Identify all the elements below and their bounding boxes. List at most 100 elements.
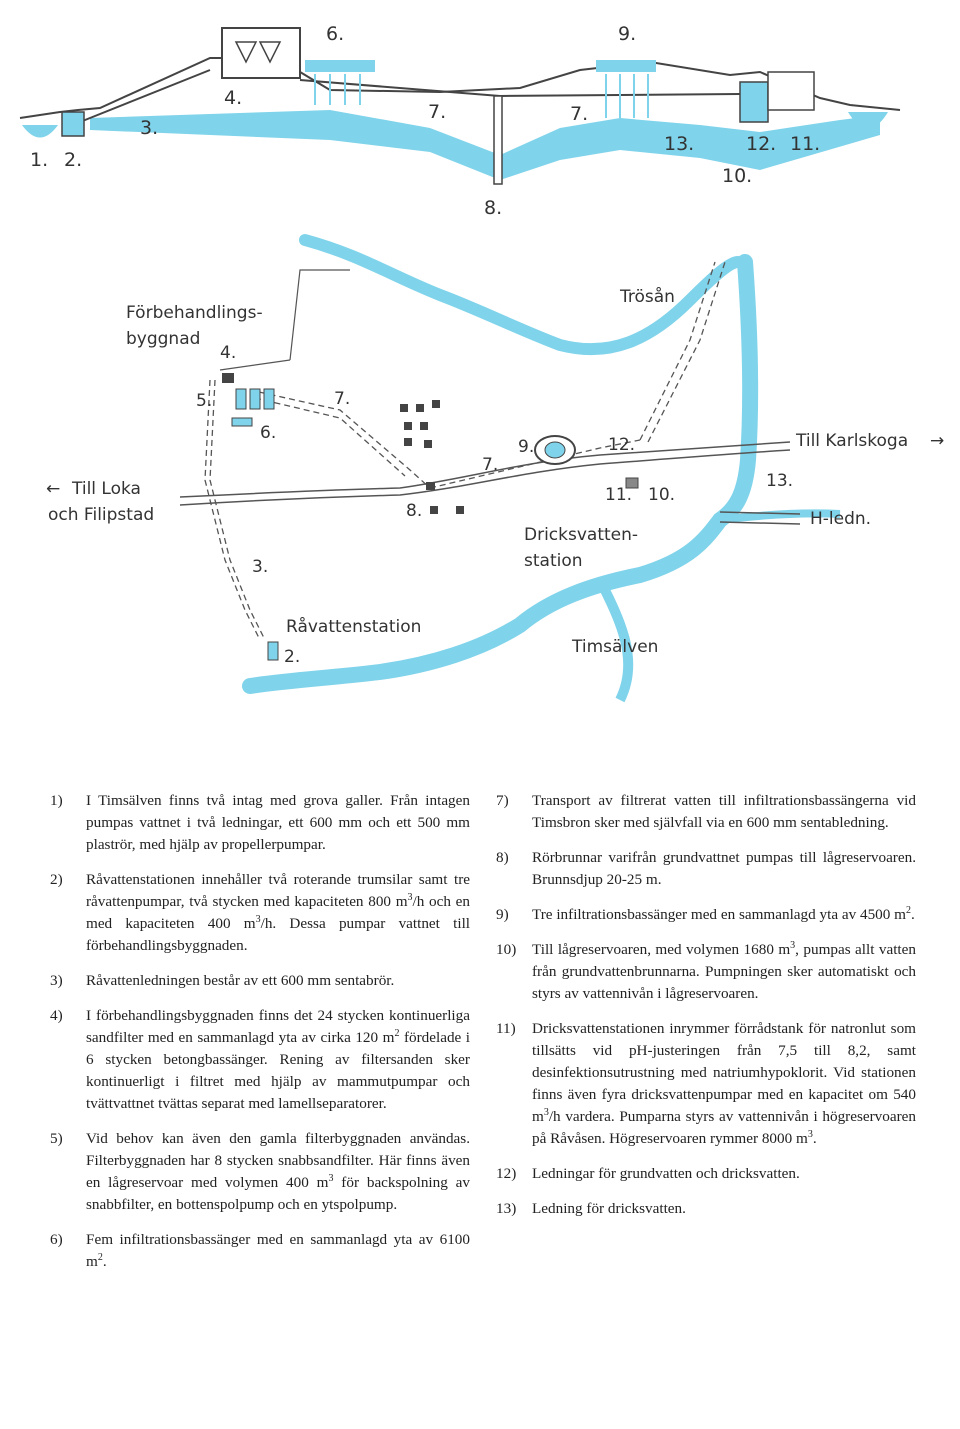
map-label-9: 9. <box>518 437 534 457</box>
legend-item: 4)I förbehandlingsbyggnaden finns det 24… <box>50 1005 470 1115</box>
legend-item-number: 12) <box>496 1163 532 1185</box>
profile-label-3: 3. <box>140 117 158 139</box>
map-basin-9-inner <box>545 442 565 458</box>
map-label-10: 10. <box>648 485 675 505</box>
legend-item: 5)Vid behov kan även den gamla filterbyg… <box>50 1128 470 1216</box>
legend-item-number: 3) <box>50 970 86 992</box>
legend-item-text: Råvattenstationen innehåller två roteran… <box>86 869 470 957</box>
legend-item: 6)Fem infiltrationsbassänger med en samm… <box>50 1229 470 1273</box>
profile-label-8: 8. <box>484 197 502 219</box>
legend-item: 3)Råvattenledningen består av ett 600 mm… <box>50 970 470 992</box>
legend-item-text: Tre infiltrationsbassänger med en samman… <box>532 904 916 926</box>
legend-item-text: Till lågreservoaren, med volymen 1680 m3… <box>532 939 916 1005</box>
map-label-trosan: Trösån <box>619 286 675 307</box>
legend-column-left: 1)I Timsälven finns två intag med grova … <box>50 790 470 1286</box>
profile-intake <box>62 112 84 136</box>
legend-item: 9)Tre infiltrationsbassänger med en samm… <box>496 904 916 926</box>
map-basin-6c <box>264 389 274 409</box>
legend-item-text: Rörbrunnar varifrån grundvattnet pumpas … <box>532 847 916 891</box>
legend-item-number: 7) <box>496 790 532 834</box>
legend-item-text: I förbehandlingsbyggnaden finns det 24 s… <box>86 1005 470 1115</box>
legend-item-number: 13) <box>496 1198 532 1220</box>
legend-item-text: Vid behov kan även den gamla filterbyggn… <box>86 1128 470 1216</box>
legend-item: 12)Ledningar för grundvatten och dricksv… <box>496 1163 916 1185</box>
map-label-forbehandling-1: Förbehandlings- <box>126 303 263 323</box>
legend-item-number: 4) <box>50 1005 86 1115</box>
profile-pipe <box>80 70 740 122</box>
profile-river-left <box>22 125 58 138</box>
map-label-3: 3. <box>252 557 268 577</box>
legend-item-number: 6) <box>50 1229 86 1273</box>
water-system-diagram: 1. 2. 3. 4. 6. 7. 8. 7. 9. 13. 10. 12. 1… <box>0 0 960 760</box>
legend-item-number: 11) <box>496 1018 532 1150</box>
profile-label-7b: 7. <box>570 103 588 125</box>
map-pipes <box>205 262 725 640</box>
profile-drinking-station <box>768 72 814 110</box>
legend-item-text: Ledningar för grundvatten och dricksvatt… <box>532 1163 916 1185</box>
profile-label-1: 1. <box>30 149 48 171</box>
profile-infiltration-basin-6 <box>305 60 375 72</box>
map-label-hleden: H-ledn. <box>810 509 871 529</box>
legend-item: 8)Rörbrunnar varifrån grundvattnet pumpa… <box>496 847 916 891</box>
profile-infiltration-basin-9 <box>596 60 656 72</box>
legend-item-text-part: . <box>911 906 915 923</box>
profile-section: 1. 2. 3. 4. 6. 7. 8. 7. 9. 13. 10. 12. 1… <box>20 23 900 219</box>
legend-item-text: I Timsälven finns två intag med grova ga… <box>86 790 470 856</box>
map-label-till-karlskoga: Till Karlskoga <box>795 431 908 451</box>
arrow-right-icon: → <box>930 431 944 451</box>
legend-item-text: Dricksvattenstationen inrymmer förrådsta… <box>532 1018 916 1150</box>
legend-item-text-part: Till lågreservoaren, med volymen 1680 m <box>532 941 790 958</box>
map-label-5: 5. <box>196 391 212 411</box>
map-label-dricks-1: Dricksvatten- <box>524 525 638 545</box>
profile-low-reservoir <box>740 82 768 122</box>
map-label-forbehandling-2: byggnad <box>126 329 200 349</box>
profile-label-9: 9. <box>618 23 636 45</box>
profile-label-6: 6. <box>326 23 344 45</box>
profile-label-12: 12. <box>746 133 776 155</box>
profile-label-13: 13. <box>664 133 694 155</box>
profile-label-2: 2. <box>64 149 82 171</box>
legend-item-text: Fem infiltrationsbassänger med en samman… <box>86 1229 470 1273</box>
legend-item-number: 10) <box>496 939 532 1005</box>
map-label-11: 11. <box>605 485 632 505</box>
map-label-till-loka-1: Till Loka <box>71 479 141 499</box>
legend-item-text: Ledning för dricksvatten. <box>532 1198 916 1220</box>
legend-item-text-part: Tre infiltrationsbassänger med en samman… <box>532 906 906 923</box>
profile-well-8 <box>494 96 502 184</box>
map-label-12: 12. <box>608 435 635 455</box>
legend-item: 2)Råvattenstationen innehåller två roter… <box>50 869 470 957</box>
map-label-8: 8. <box>406 501 422 521</box>
legend-item: 13)Ledning för dricksvatten. <box>496 1198 916 1220</box>
legend-item-number: 8) <box>496 847 532 891</box>
profile-label-4: 4. <box>224 87 242 109</box>
legend-item-number: 5) <box>50 1128 86 1216</box>
map-old-filter-buildings <box>400 400 464 514</box>
map-label-timsalven: Timsälven <box>571 637 658 657</box>
map-label-till-loka-2: och Filipstad <box>48 505 154 525</box>
map-label-7a: 7. <box>334 389 350 409</box>
legend-item-text-part: /h vardera. Pumparna styrs av vattennivå… <box>532 1108 916 1147</box>
map-basin-6b <box>250 389 260 409</box>
legend-item-number: 9) <box>496 904 532 926</box>
map-label-ravatten: Råvattenstation <box>286 616 421 637</box>
legend-item-number: 2) <box>50 869 86 957</box>
map-label-7b: 7. <box>482 455 498 475</box>
map-section: Förbehandlings- byggnad 4. 5. 6. 7. 7. 8… <box>46 240 944 700</box>
legend-item-text: Råvattenledningen består av ett 600 mm s… <box>86 970 470 992</box>
legend-item-text-part: Fem infiltrationsbassänger med en samman… <box>86 1231 470 1270</box>
legend-item-text-part: . <box>103 1253 107 1270</box>
legend-item-text-part: . <box>813 1130 817 1147</box>
legend-item-number: 1) <box>50 790 86 856</box>
map-label-6: 6. <box>260 423 276 443</box>
legend-item: 7)Transport av filtrerat vatten till inf… <box>496 790 916 834</box>
map-basin-6d <box>232 418 252 426</box>
map-label-2: 2. <box>284 647 300 667</box>
map-pretreatment-building <box>222 373 234 383</box>
profile-label-11: 11. <box>790 133 820 155</box>
map-label-13: 13. <box>766 471 793 491</box>
profile-treatment-building <box>222 28 300 78</box>
profile-label-10: 10. <box>722 165 752 187</box>
map-label-4: 4. <box>220 343 236 363</box>
legend-item: 11)Dricksvattenstationen inrymmer förråd… <box>496 1018 916 1150</box>
map-raw-water-station <box>268 642 278 660</box>
